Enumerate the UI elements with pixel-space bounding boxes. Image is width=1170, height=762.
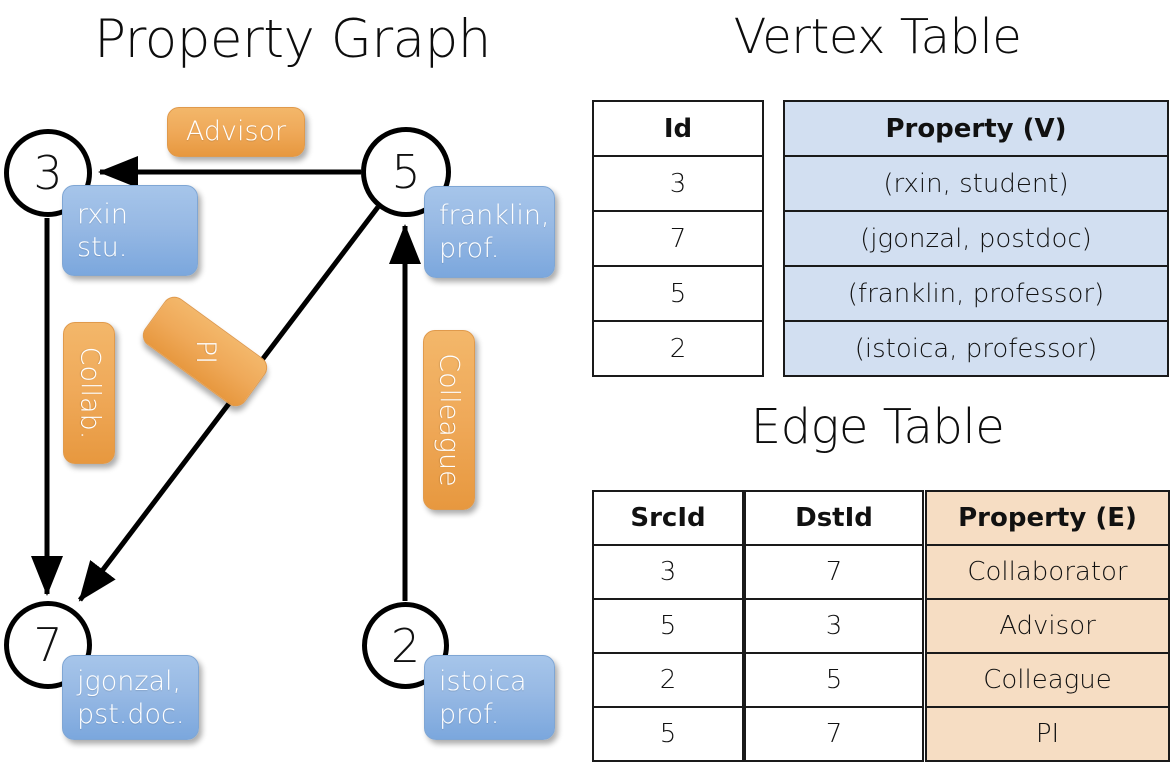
table-row[interactable]: Collaborator bbox=[925, 544, 1170, 600]
vertex-property-line-1: jgonzal, bbox=[77, 665, 182, 697]
table-header-row: Property (V) bbox=[783, 100, 1169, 157]
cell-edge-src: 3 bbox=[592, 544, 744, 600]
edge-table-srcid-column: SrcId 3 5 2 5 bbox=[592, 490, 744, 762]
table-row[interactable]: 7 bbox=[592, 210, 764, 267]
edge-label-text: PI bbox=[190, 339, 221, 364]
vertex-property-line-1: franklin, bbox=[439, 200, 550, 231]
property-graph-panel: Property Graph 3 5 7 2 rxin stu. frankli… bbox=[0, 0, 585, 760]
vertex-property-line-2: stu. bbox=[77, 231, 128, 263]
vertex-table-id-column: Id 3 7 5 2 bbox=[592, 100, 764, 377]
cell-edge-dst: 5 bbox=[744, 652, 924, 708]
table-row[interactable]: Advisor bbox=[925, 598, 1170, 654]
vertex-property-line-2: pst.doc. bbox=[77, 698, 185, 730]
table-row[interactable]: (istoica, professor) bbox=[783, 320, 1169, 377]
table-row[interactable]: 7 bbox=[744, 706, 924, 762]
vertex-property-box-rxin: rxin stu. bbox=[62, 185, 198, 276]
edge-label-text: Collab. bbox=[74, 346, 105, 440]
column-header-property-e: Property (E) bbox=[925, 490, 1170, 546]
vertex-property-line-2: prof. bbox=[439, 698, 500, 730]
table-row[interactable]: 2 bbox=[592, 652, 744, 708]
table-row[interactable]: 5 bbox=[744, 652, 924, 708]
cell-vertex-id: 2 bbox=[592, 320, 764, 377]
table-row[interactable]: (franklin, professor) bbox=[783, 265, 1169, 322]
cell-edge-dst: 7 bbox=[744, 706, 924, 762]
table-row[interactable]: PI bbox=[925, 706, 1170, 762]
cell-edge-property: Collaborator bbox=[925, 544, 1170, 600]
cell-edge-property: Colleague bbox=[925, 652, 1170, 708]
cell-edge-src: 5 bbox=[592, 706, 744, 762]
cell-vertex-property: (franklin, professor) bbox=[783, 265, 1169, 322]
column-header-property-v: Property (V) bbox=[783, 100, 1169, 157]
cell-edge-property: Advisor bbox=[925, 598, 1170, 654]
vertex-property-line-1: rxin bbox=[77, 198, 128, 230]
edge-label-box-advisor: Advisor bbox=[167, 107, 305, 157]
cell-vertex-property: (istoica, professor) bbox=[783, 320, 1169, 377]
vertex-id-label: 7 bbox=[33, 618, 63, 672]
column-header-dstid: DstId bbox=[744, 490, 924, 546]
edge-table-dstid-column: DstId 7 3 5 7 bbox=[744, 490, 924, 762]
table-row[interactable]: 5 bbox=[592, 598, 744, 654]
vertex-property-line-2: prof. bbox=[439, 233, 500, 264]
column-header-srcid: SrcId bbox=[592, 490, 744, 546]
table-header-row: SrcId bbox=[592, 490, 744, 546]
table-header-row: Id bbox=[592, 100, 764, 157]
cell-edge-dst: 7 bbox=[744, 544, 924, 600]
graph-vertex-5[interactable]: 5 bbox=[361, 127, 451, 217]
graph-vertex-2[interactable]: 2 bbox=[362, 602, 449, 689]
page-title-property-graph: Property Graph bbox=[94, 9, 491, 70]
column-header-id: Id bbox=[592, 100, 764, 157]
vertex-id-label: 3 bbox=[33, 146, 63, 200]
table-row[interactable]: 3 bbox=[744, 598, 924, 654]
table-row[interactable]: 3 bbox=[592, 544, 744, 600]
page-title-edge-table: Edge Table bbox=[750, 399, 1005, 455]
table-row[interactable]: (jgonzal, postdoc) bbox=[783, 210, 1169, 267]
cell-vertex-property: (rxin, student) bbox=[783, 155, 1169, 212]
table-row[interactable]: 5 bbox=[592, 706, 744, 762]
vertex-id-label: 5 bbox=[391, 145, 421, 199]
cell-edge-src: 2 bbox=[592, 652, 744, 708]
table-header-row: DstId bbox=[744, 490, 924, 546]
vertex-property-box-jgonzal: jgonzal, pst.doc. bbox=[62, 655, 199, 740]
cell-edge-property: PI bbox=[925, 706, 1170, 762]
table-row[interactable]: 5 bbox=[592, 265, 764, 322]
page-title-vertex-table: Vertex Table bbox=[733, 9, 1022, 65]
edge-label-box-colleague: Colleague bbox=[423, 330, 475, 510]
cell-edge-src: 5 bbox=[592, 598, 744, 654]
cell-vertex-id: 3 bbox=[592, 155, 764, 212]
cell-vertex-property: (jgonzal, postdoc) bbox=[783, 210, 1169, 267]
cell-vertex-id: 7 bbox=[592, 210, 764, 267]
edge-table-property-column: Property (E) Collaborator Advisor Collea… bbox=[925, 490, 1170, 762]
vertex-property-line-1: istoica bbox=[439, 665, 527, 697]
edge-label-box-collab: Collab. bbox=[63, 322, 115, 464]
table-row[interactable]: Colleague bbox=[925, 652, 1170, 708]
edge-label-text: Advisor bbox=[185, 116, 287, 147]
vertex-property-box-istoica: istoica prof. bbox=[424, 655, 555, 740]
table-header-row: Property (E) bbox=[925, 490, 1170, 546]
vertex-id-label: 2 bbox=[390, 618, 421, 673]
table-row[interactable]: 3 bbox=[592, 155, 764, 212]
table-row[interactable]: (rxin, student) bbox=[783, 155, 1169, 212]
table-row[interactable]: 2 bbox=[592, 320, 764, 377]
vertex-property-box-franklin: franklin, prof. bbox=[424, 186, 555, 278]
edge-label-text: Colleague bbox=[434, 353, 465, 487]
cell-vertex-id: 5 bbox=[592, 265, 764, 322]
vertex-table-property-column: Property (V) (rxin, student) (jgonzal, p… bbox=[783, 100, 1169, 377]
table-row[interactable]: 7 bbox=[744, 544, 924, 600]
cell-edge-dst: 3 bbox=[744, 598, 924, 654]
